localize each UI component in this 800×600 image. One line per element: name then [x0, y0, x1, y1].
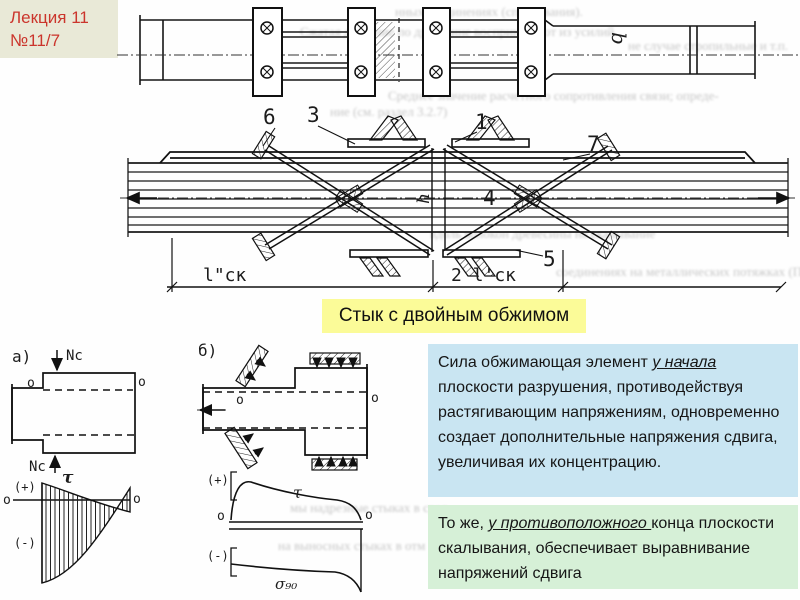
side-view-figure: h 6 3 1 7 4 5	[120, 103, 795, 293]
part-number-5: 5	[543, 247, 556, 271]
shear-stress-curve	[41, 482, 131, 584]
spliced-element-outline	[202, 364, 368, 459]
force-label-nc-bottom: Nc	[29, 459, 46, 475]
leader-lines	[262, 125, 591, 257]
stress-figure-b: б) o o (+) o o	[197, 341, 379, 593]
dimension-label-right: 2 l'ск	[451, 265, 516, 286]
bearing-pads	[224, 344, 361, 471]
tau-label: τ	[62, 468, 74, 488]
diagonal-tie-rods	[264, 144, 613, 256]
joint-center-lines	[431, 148, 446, 252]
axis-mark-left: o	[3, 493, 11, 508]
bolt-heads	[260, 21, 538, 79]
lecture-number: №11/7	[10, 30, 61, 50]
axis-mark-right: o	[133, 492, 141, 507]
wedge-brackets	[251, 115, 621, 277]
part-number-4: 4	[483, 186, 496, 210]
axis-mark-right: o	[365, 508, 373, 523]
figure-caption: Стык с двойным обжимом	[322, 299, 586, 333]
tau-label: τ	[293, 483, 303, 502]
spliced-bar-outline	[139, 15, 756, 85]
stress-figure-a: а) Nc o o Nc (+) o o τ (-)	[3, 347, 146, 584]
dimension-label-left: l"ск	[203, 265, 247, 286]
lecture-title: Лекция 11	[10, 8, 89, 27]
minus-sign: (-)	[207, 549, 229, 563]
plus-sign: (+)	[207, 473, 229, 487]
background-text-fragment: Среднее значение расчетного сопротивлени…	[388, 88, 719, 103]
part-number-3: 3	[307, 103, 320, 127]
background-text-fragment: не случае стропильные и т.п.	[628, 38, 789, 53]
part-number-7: 7	[587, 132, 600, 156]
shear-plane-mark-right: o	[138, 375, 146, 390]
clamp-pads	[347, 138, 530, 258]
axis-mark-left: o	[217, 509, 225, 524]
height-label-h: h	[414, 193, 434, 204]
minus-bracket	[230, 547, 237, 577]
info-box-compression: Сила обжимающая элемент у начала плоскос…	[428, 344, 798, 497]
clamp-plates	[252, 7, 546, 97]
background-text-fragment: соединениях на металлических потяжках (П…	[556, 264, 800, 279]
subfigure-label-a: а)	[12, 347, 31, 366]
width-label-b: b	[607, 32, 631, 45]
minus-sign: (-)	[14, 536, 36, 550]
part-number-1: 1	[475, 110, 488, 134]
background-text-fragment: на выносных стыках в отм	[278, 538, 426, 553]
shear-plane-mark-left: o	[236, 393, 244, 408]
background-text-fragment: ние (см. раздел 3.2.7)	[330, 104, 448, 119]
shear-plane-mark-right: o	[371, 391, 379, 406]
sigma90-label: σ₉₀	[275, 575, 297, 593]
turnbuckles	[334, 184, 543, 213]
part-number-6: 6	[263, 105, 276, 129]
end-grain-hatch	[375, 22, 395, 78]
dimension-lines	[166, 238, 787, 293]
subfigure-label-b: б)	[198, 341, 217, 360]
sigma90-curve	[230, 563, 362, 593]
shear-plane-mark-left: o	[27, 376, 35, 391]
plus-sign: (+)	[14, 480, 36, 494]
tau-curve	[230, 481, 362, 521]
plan-view-figure: b	[117, 7, 798, 97]
lap-joint-outline	[11, 372, 136, 454]
plus-bracket	[230, 471, 237, 501]
info-box-equalizing: То же, у противоположного конца плоскост…	[428, 505, 798, 589]
bolt-rods	[282, 31, 518, 69]
stress-axis	[229, 521, 363, 530]
background-text-fragment: мы надрезные стыках в сред	[290, 500, 448, 515]
force-label-nc-top: Nc	[66, 348, 83, 364]
lecture-label: Лекция 11 №11/7	[0, 0, 118, 58]
